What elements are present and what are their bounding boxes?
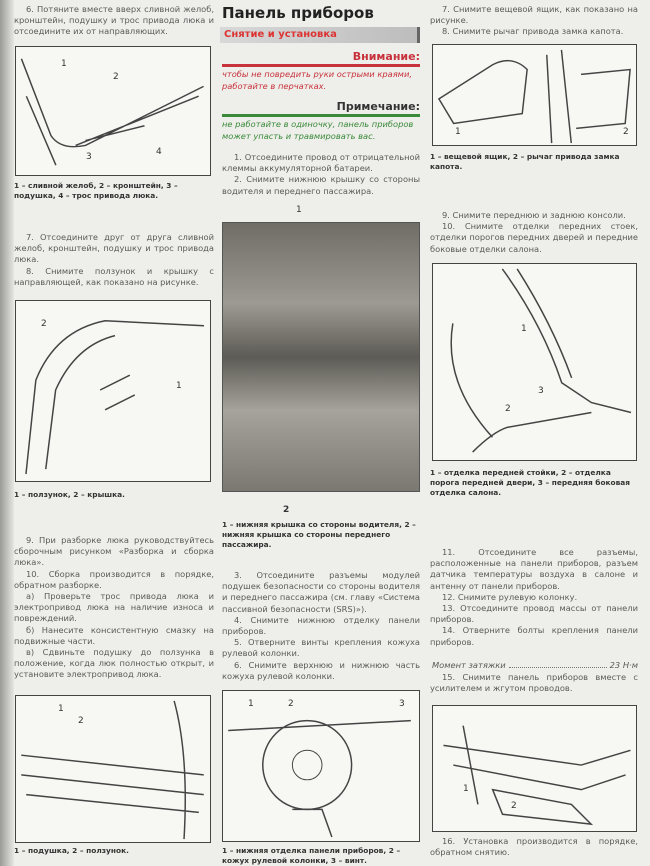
- page-title: Панель приборов: [222, 4, 374, 22]
- right-steps-7-8: 7. Снимите вещевой ящик, как показано на…: [430, 4, 638, 37]
- scan-shadow: [0, 0, 14, 866]
- photo-caption: 1 – нижняя крышка со стороны водителя, 2…: [222, 520, 416, 549]
- section-subtitle: Снятие и установка: [220, 27, 420, 43]
- photo-lower-covers: [222, 222, 420, 492]
- note-text: не работайте в одиночку, панель приборов…: [222, 119, 414, 141]
- figure-glovebox-caption: 1 – вещевой ящик, 2 – рычаг привода замк…: [430, 152, 620, 171]
- middle-steps-1-2: 1. Отсоедините провод от отрицательной к…: [222, 152, 420, 196]
- note-heading: Примечание:: [222, 100, 420, 117]
- figure-pillar-caption: 1 – отделка передней стойки, 2 – отделка…: [430, 468, 631, 497]
- left-steps-7-8: 7. Отсоедините друг от друга сливной жел…: [14, 232, 214, 287]
- left-step-6: 6. Потяните вместе вверх сливной желоб, …: [14, 4, 214, 37]
- right-step-16: 16. Установка производится в порядке, об…: [430, 836, 638, 858]
- figure-2-caption: 1 – ползунок, 2 – крышка.: [14, 490, 125, 499]
- figure-3-caption: 1 – подушка, 2 – ползунок.: [14, 846, 129, 855]
- right-steps-11-14: 11. Отсоедините все разъемы, расположенн…: [430, 547, 638, 647]
- warning-heading: Внимание:: [222, 50, 420, 67]
- warning-text: чтобы не повредить руки острыми краями, …: [222, 69, 412, 91]
- figure-steering-caption: 1 – нижняя отделка панели приборов, 2 – …: [222, 846, 401, 865]
- left-steps-9-10: 9. При разборке люка руководствуйтесь сб…: [14, 535, 214, 680]
- right-steps-9-10: 9. Снимите переднюю и заднюю консоли.10.…: [430, 210, 638, 254]
- right-step-15: 15. Снимите панель приборов вместе с уси…: [430, 672, 638, 694]
- figure-1-caption: 1 – сливной желоб, 2 – кронштейн, 3 – по…: [14, 181, 178, 200]
- middle-steps-3-6: 3. Отсоедините разъемы модулей подушек б…: [222, 570, 420, 681]
